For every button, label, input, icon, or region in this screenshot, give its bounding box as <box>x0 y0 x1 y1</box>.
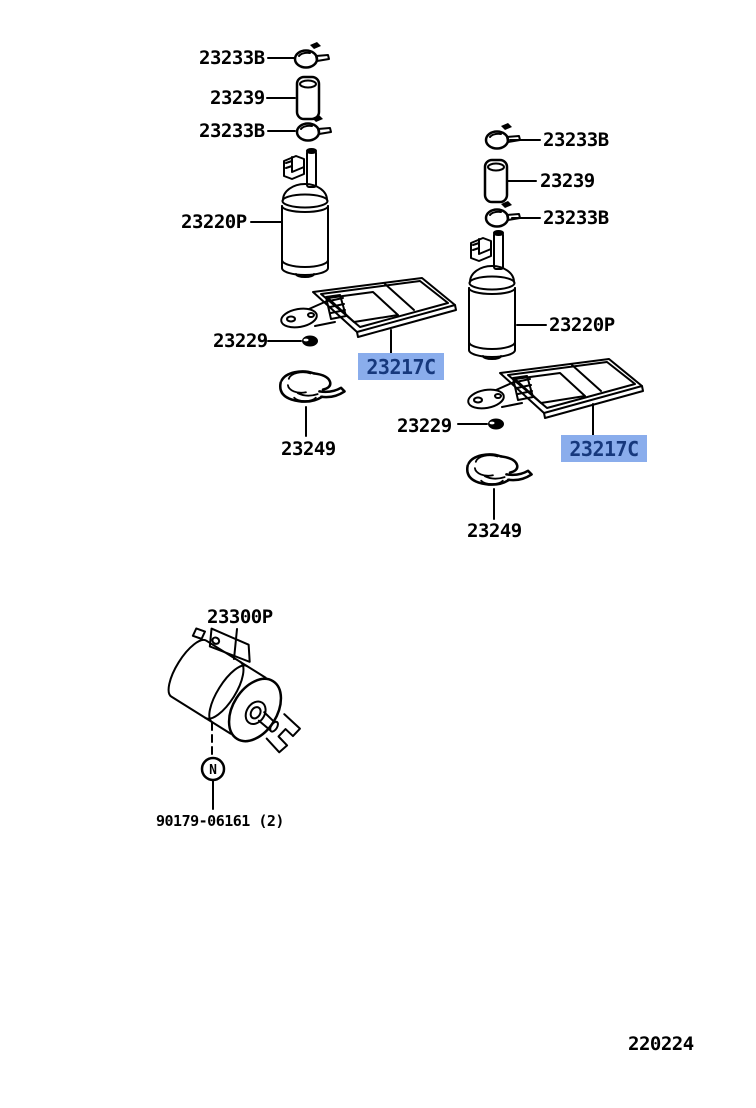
clamp-drawing-left-top <box>293 40 331 69</box>
part-label-nut[interactable]: 90179-06161 (2) <box>156 812 284 830</box>
part-label-filter-left-highlighted[interactable]: 23217C <box>358 353 444 380</box>
grommet-drawing-right <box>488 418 504 430</box>
part-label-clamp-top-right[interactable]: 23233B <box>543 129 609 151</box>
fuel-filter-drawing <box>167 627 301 754</box>
part-label-tube-right[interactable]: 23239 <box>540 170 595 192</box>
part-label-pump-right[interactable]: 23220P <box>549 314 615 336</box>
tube-drawing-right <box>483 158 509 204</box>
part-label-clamp-top-left[interactable]: 23233B <box>199 47 265 69</box>
grommet-drawing-left <box>302 335 318 347</box>
part-label-clamp-bottom-right[interactable]: 23233B <box>543 207 609 229</box>
filter-screen-drawing-right <box>465 358 644 419</box>
nut-symbol-letter: N <box>209 763 217 778</box>
cushion-drawing-left <box>278 370 346 403</box>
nut-symbol: N <box>200 756 226 782</box>
part-label-filter-right-highlighted[interactable]: 23217C <box>561 435 647 462</box>
part-label-cushion-left[interactable]: 23249 <box>281 438 336 460</box>
clamp-drawing-right-top <box>484 121 522 150</box>
clamp-drawing-right-bottom <box>484 199 522 228</box>
part-label-pump-left[interactable]: 23220P <box>181 211 247 233</box>
part-label-grommet-right[interactable]: 23229 <box>397 415 452 437</box>
tube-drawing-left <box>295 75 321 121</box>
part-label-tube-left[interactable]: 23239 <box>210 87 265 109</box>
filter-screen-drawing-left <box>278 277 457 338</box>
fuel-pump-drawing-right <box>468 230 516 360</box>
part-label-cushion-right[interactable]: 23249 <box>467 520 522 542</box>
part-label-fuel-filter[interactable]: 23300P <box>207 606 273 628</box>
part-label-clamp-bottom-left[interactable]: 23233B <box>199 120 265 142</box>
part-label-grommet-left[interactable]: 23229 <box>213 330 268 352</box>
cushion-drawing-right <box>465 453 533 486</box>
drawing-number: 220224 <box>628 1033 694 1055</box>
fuel-pump-drawing-left <box>281 148 329 278</box>
leader-lines <box>211 57 594 810</box>
